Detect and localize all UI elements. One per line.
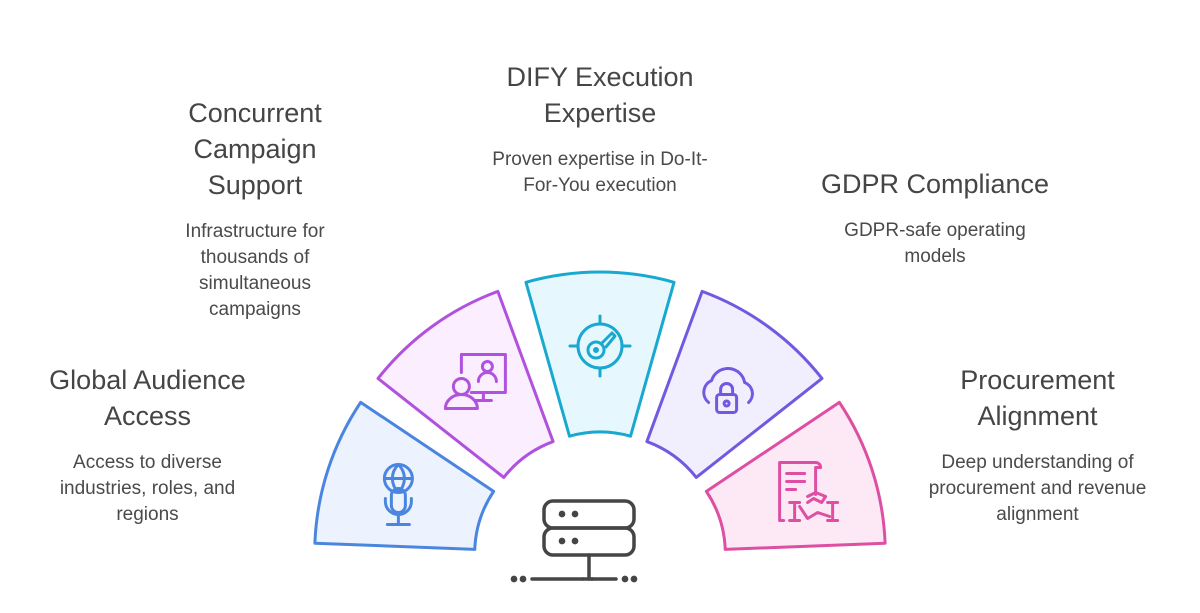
segment-text-procurement-alignment: Procurement Alignment Deep understanding… <box>905 362 1170 528</box>
segment-title: Global Audience Access <box>49 365 246 431</box>
segment-description: Access to diverse industries, roles, and… <box>59 452 236 525</box>
globe-microphone-icon <box>382 462 414 526</box>
segment-description: Deep understanding of procurement and re… <box>928 452 1147 525</box>
segment-title: Procurement Alignment <box>960 365 1115 431</box>
target-key-icon <box>568 314 632 378</box>
segment-text-concurrent-campaign: Concurrent Campaign Support Infrastructu… <box>165 95 345 323</box>
contract-handshake-icon <box>778 460 840 522</box>
segment-title: Concurrent Campaign Support <box>188 98 322 200</box>
fan-segment-gdpr-compliance <box>645 289 824 479</box>
segment-text-gdpr-compliance: GDPR Compliance GDPR-safe operating mode… <box>790 166 1080 270</box>
segment-description: Proven expertise in Do-It-For-You execut… <box>492 149 708 196</box>
segment-text-dify-execution: DIFY Execution Expertise Proven expertis… <box>465 59 735 199</box>
segment-title: DIFY Execution Expertise <box>506 62 694 128</box>
video-conference-icon <box>443 352 507 410</box>
segment-description: Infrastructure for thousands of simultan… <box>185 221 325 320</box>
fan-segment-concurrent-campaign <box>376 289 555 479</box>
cloud-lock-icon <box>702 366 754 414</box>
segment-text-global-audience: Global Audience Access Access to diverse… <box>20 362 275 528</box>
fan-segment-dify-execution <box>524 270 676 438</box>
segment-title: GDPR Compliance <box>820 169 1050 199</box>
server-network-icon <box>510 499 638 583</box>
fan-segment-procurement-alignment <box>704 400 887 551</box>
segment-description: GDPR-safe operating models <box>844 220 1026 267</box>
